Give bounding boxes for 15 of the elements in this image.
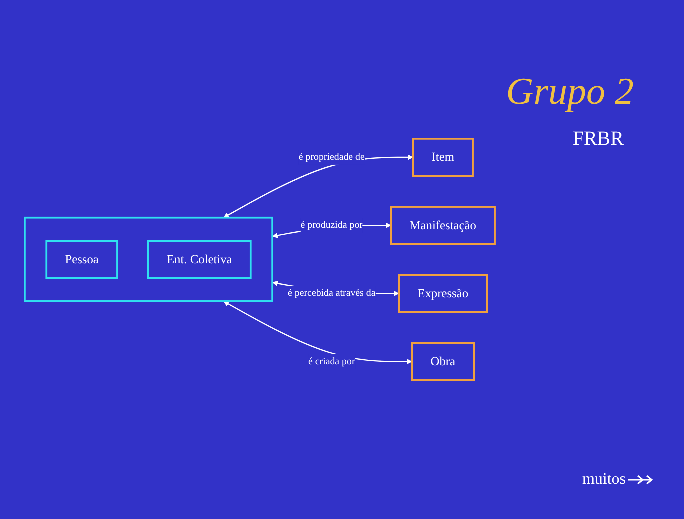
node-box: Obra <box>411 342 475 382</box>
arrow <box>224 302 412 365</box>
edge-label: é produzida por <box>300 220 363 231</box>
subtitle-label: FRBR <box>572 128 624 151</box>
node-box: Pessoa <box>46 240 118 280</box>
diagram-title: Grupo 2 <box>506 70 634 114</box>
legend-text: muitos <box>582 471 626 489</box>
edge-label: é criada por <box>308 356 356 368</box>
node-box: Ent. Coletiva <box>148 240 252 280</box>
edge-label: é percebida através da <box>288 288 376 299</box>
cluster <box>24 217 274 303</box>
node-box: Item <box>412 138 474 178</box>
node-box: Expressão <box>398 274 488 314</box>
edge-label: é propriedade de <box>298 152 365 163</box>
node-box: Manifestação <box>390 206 496 246</box>
